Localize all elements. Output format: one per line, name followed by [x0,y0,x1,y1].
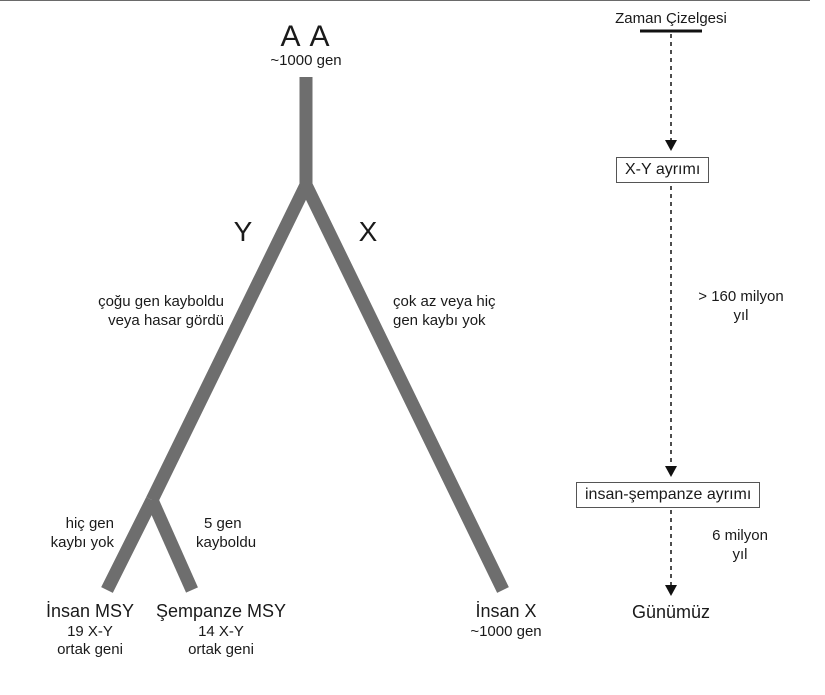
timeline-end-present: Günümüz [631,602,711,622]
arrow-head-1 [665,140,677,151]
interval-1-line-2: yıl [733,306,749,324]
chimp-msy-desc: ortak geni [188,641,254,659]
event-human-chimp-split: insan-şempanze ayrımı [576,482,761,508]
x-loss-line-1: çok az veya hiç [393,293,496,310]
human-branch-line-1: hiç gen [65,515,114,532]
chimp-msy-name: Şempanze MSY [155,601,287,621]
y-loss-line-1: çoğu gen kayboldu [98,293,224,310]
human-x-leaf: İnsan X ~1000 gen [446,600,566,641]
chimp-branch-line-2: kayboldu [196,533,257,551]
y-branch [146,182,312,503]
arrow-head-3 [665,585,677,596]
human-msy-desc: ortak geni [57,641,123,659]
top-rule [0,0,810,1]
human-msy-branch [101,497,158,593]
arrow-head-2 [665,466,677,477]
y-loss-line-2: veya hasar gördü [108,311,224,329]
human-branch-line-2: kaybı yok [50,533,114,551]
y-branch-label: Y [233,216,253,247]
interval-2-line-2: yıl [732,545,748,563]
chimp-msy-branch [146,497,198,593]
interval-1: > 160 milyon yıl [676,288,806,326]
human-x-genes: ~1000 gen [470,622,542,640]
event-xy-split: X-Y ayrımı [616,157,710,183]
ancestor-genes: ~1000 gen [270,52,342,69]
ancestor-label: A A [280,20,332,53]
human-msy-name: İnsan MSY [45,601,135,621]
interval-2-line-1: 6 milyon [712,527,768,544]
human-branch-annotation: hiç gen kaybı yok [20,515,114,553]
timeline-title: Zaman Çizelgesi [615,10,727,27]
y-loss-annotation: çoğu gen kayboldu veya hasar gördü [40,293,224,331]
human-msy-count: 19 X-Y [67,622,113,640]
x-branch-label: X [358,216,378,247]
chimp-msy-count: 14 X-Y [198,622,244,640]
x-branch [300,182,509,593]
chimp-branch-annotation: 5 gen kayboldu [196,515,296,553]
human-msy-leaf: İnsan MSY 19 X-Y ortak geni [20,600,160,660]
interval-1-line-1: > 160 milyon [698,288,784,305]
interval-2: 6 milyon yıl [690,527,790,565]
chimp-branch-line-1: 5 gen [204,515,242,532]
x-loss-line-2: gen kaybı yok [393,311,486,329]
x-loss-annotation: çok az veya hiç gen kaybı yok [393,293,593,331]
human-x-name: İnsan X [475,601,537,621]
chimp-msy-leaf: Şempanze MSY 14 X-Y ortak geni [146,600,296,660]
